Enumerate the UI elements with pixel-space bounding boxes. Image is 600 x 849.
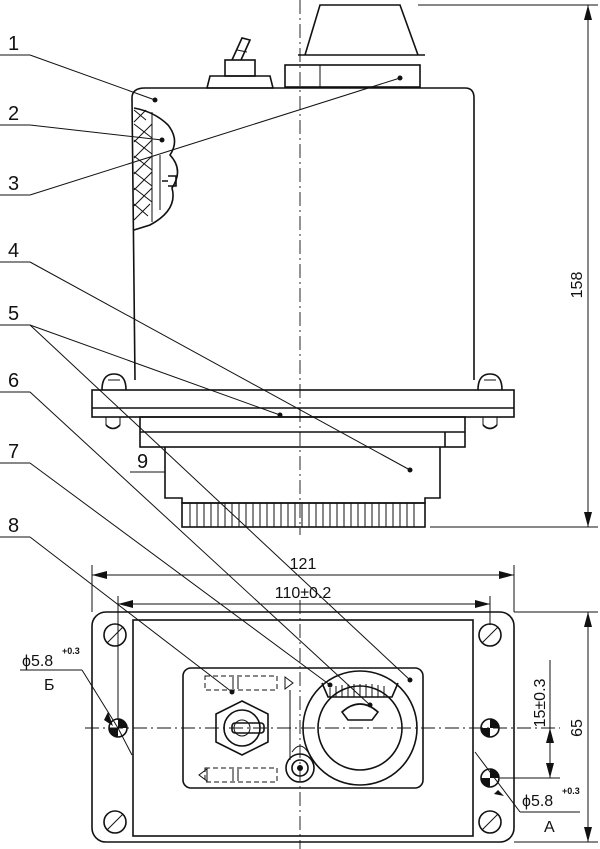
hole-callout-left <box>20 669 133 756</box>
hidden-slot-bottom <box>204 767 278 783</box>
hole-right-tolerance: +0.3 <box>562 786 580 796</box>
callout-7: 7 <box>8 441 19 463</box>
corner-screw-tl <box>103 623 127 647</box>
callout-8: 8 <box>8 515 19 537</box>
top-cap <box>304 4 419 56</box>
callout-1: 1 <box>8 33 19 55</box>
callout-3: 3 <box>8 173 19 195</box>
housing <box>131 87 475 381</box>
mounting-hole-right-low <box>480 768 500 788</box>
width-total-dimension: 121 <box>290 556 317 573</box>
callout-4: 4 <box>8 240 19 262</box>
callout-leaders <box>0 54 413 708</box>
height-dimension: 158 <box>569 272 586 299</box>
plan-view: 121 110±0.2 65 15±0.3 ϕ5.8 +0.3 Б <box>20 556 598 849</box>
connector-body <box>164 447 441 504</box>
corner-screw-bl <box>103 810 127 834</box>
toggle-switch <box>205 37 275 89</box>
callout-9: 9 <box>137 451 148 473</box>
corner-screw-tr <box>478 623 502 647</box>
hole-right-diameter: ϕ5.8 <box>522 793 553 810</box>
offset-dimension: 15±0.3 <box>532 678 549 727</box>
callout-5: 5 <box>8 303 19 325</box>
hidden-slot-top <box>204 675 278 691</box>
flange-screw-right <box>477 373 503 430</box>
flange-screw-left <box>101 373 127 430</box>
depth-dimension: 65 <box>569 719 586 737</box>
flange <box>91 389 515 418</box>
width-holes-dimension: 110±0.2 <box>275 585 332 602</box>
hole-right-mark: A <box>544 819 555 836</box>
callout-6: 6 <box>8 370 19 392</box>
connector-pins <box>181 502 426 528</box>
hole-left-diameter: ϕ5.8 <box>22 653 53 670</box>
base-plate <box>91 611 515 843</box>
callout-2: 2 <box>8 103 19 125</box>
side-view: 158 <box>91 0 598 535</box>
corner-screw-br <box>478 810 502 834</box>
hole-left-tolerance: +0.3 <box>62 646 80 656</box>
hole-callout-right <box>474 751 580 813</box>
cap-base <box>284 64 421 88</box>
hole-left-mark: Б <box>44 677 55 694</box>
cutaway-detail <box>133 107 179 231</box>
